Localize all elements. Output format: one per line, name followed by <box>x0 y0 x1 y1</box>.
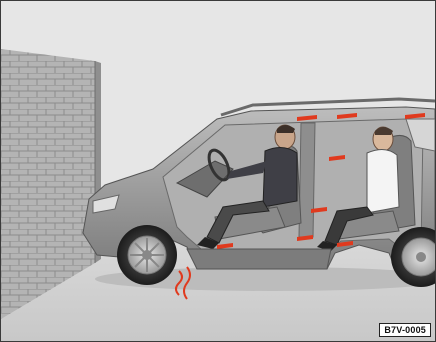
figure-reference-code: B7V-0005 <box>379 323 431 337</box>
front-wheel <box>117 225 177 285</box>
